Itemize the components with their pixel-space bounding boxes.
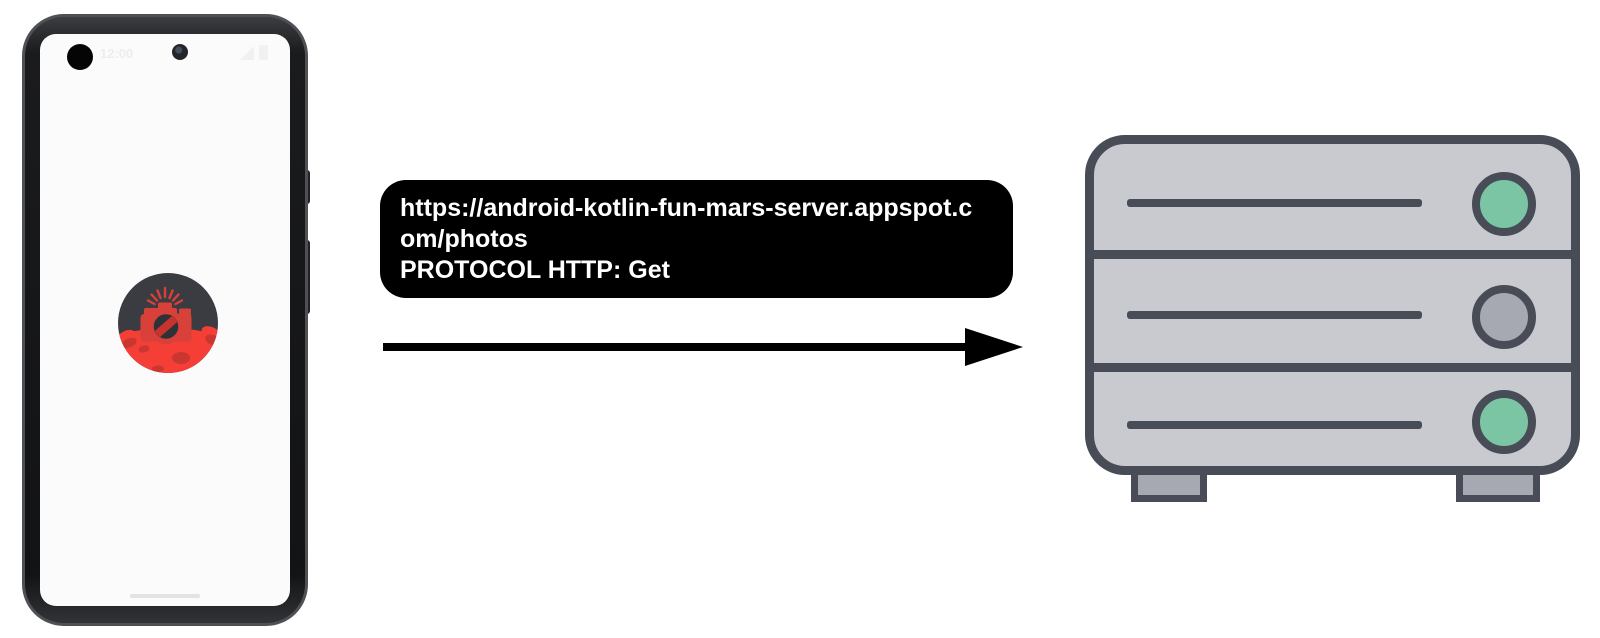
server-bay-slot — [1127, 199, 1422, 207]
http-request-label: https://android-kotlin-fun-mars-server.a… — [380, 180, 1013, 298]
mars-camera-icon — [118, 273, 218, 373]
web-server — [1085, 135, 1580, 475]
signal-icon — [240, 46, 254, 60]
server-led-gray-icon — [1472, 285, 1536, 349]
server-bay-slot — [1127, 421, 1422, 429]
server-bay-slot — [1127, 311, 1422, 319]
server-led-green-icon — [1472, 172, 1536, 236]
request-url-line1: https://android-kotlin-fun-mars-server.a… — [400, 194, 973, 222]
server-led-green-icon — [1472, 390, 1536, 454]
status-icons — [240, 45, 268, 60]
mars-photos-app-icon — [118, 273, 218, 373]
status-time: 12:00 — [100, 46, 134, 61]
request-protocol: PROTOCOL HTTP: Get — [400, 256, 670, 284]
flash-rays-icon — [146, 286, 184, 306]
front-camera-icon — [172, 44, 188, 60]
nav-handle — [130, 594, 200, 598]
phone-screen: 12:00 — [40, 34, 290, 606]
server-divider — [1094, 363, 1571, 372]
server-divider — [1094, 250, 1571, 259]
battery-icon — [259, 45, 268, 60]
phone-status-bar: 12:00 — [40, 34, 290, 74]
request-arrow-icon — [383, 328, 1023, 366]
status-dot-icon — [67, 44, 93, 70]
phone-device: 12:00 — [22, 14, 308, 626]
request-url-line2: om/photos — [400, 225, 528, 253]
